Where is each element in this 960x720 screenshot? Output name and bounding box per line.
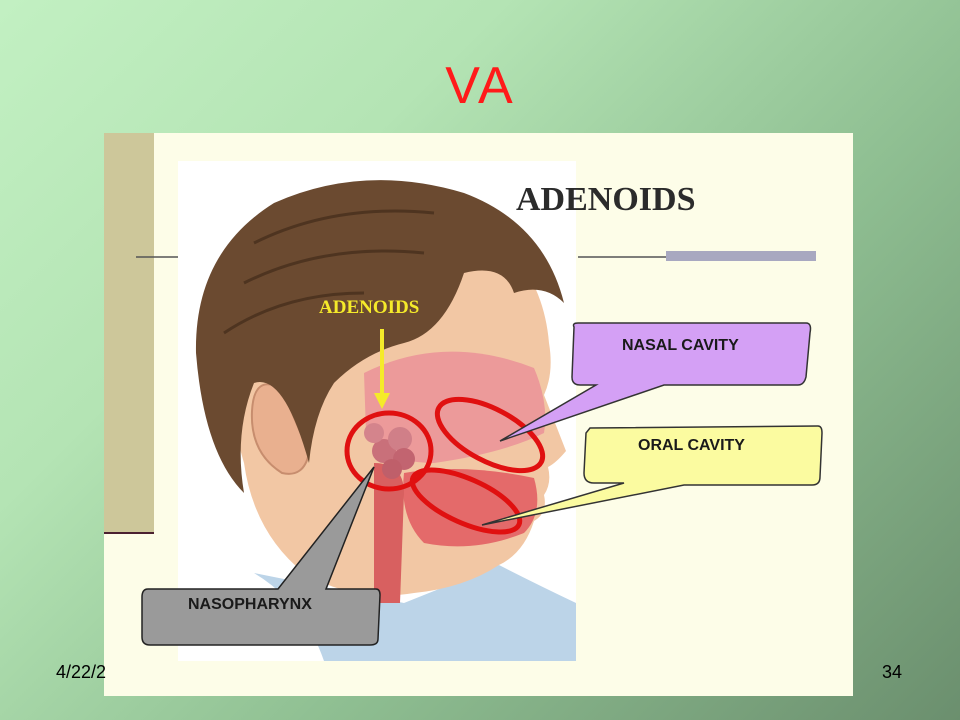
nasopharynx-label: NASOPHARYNX	[188, 596, 312, 613]
oral-cavity-highlight-ring	[409, 467, 523, 535]
nasal-cavity-highlight-ring	[434, 396, 546, 474]
hair	[195, 180, 564, 493]
side-bar	[104, 133, 154, 533]
adenoids-label: ADENOIDS	[319, 297, 420, 318]
pharynx-section	[374, 463, 404, 603]
adenoids-pointer-head	[374, 393, 390, 409]
slide-page-number: 34	[882, 662, 903, 682]
anatomy-drawing	[104, 133, 823, 661]
slide-title: VA	[445, 57, 515, 115]
ear	[250, 383, 311, 475]
hair-strands	[223, 209, 435, 335]
nasopharynx-callout	[141, 466, 381, 646]
nasal-cavity-label: NASAL CAVITY	[622, 337, 739, 354]
figure-heading: ADENOIDS	[516, 181, 696, 218]
slide-date: 4/22/2	[56, 662, 107, 682]
tongue-section	[403, 469, 538, 547]
nasal-cavity-callout	[499, 322, 812, 442]
oral-cavity-label: ORAL CAVITY	[638, 437, 745, 454]
adenoid-tissue	[364, 423, 415, 479]
oral-cavity-callout	[481, 425, 823, 526]
adenoids-illustration: ADENOIDS ADENOIDS NASAL CAVITY ORAL CAVI…	[104, 133, 853, 696]
adenoids-highlight-ring	[344, 410, 434, 492]
heading-accent-bar	[666, 251, 816, 261]
